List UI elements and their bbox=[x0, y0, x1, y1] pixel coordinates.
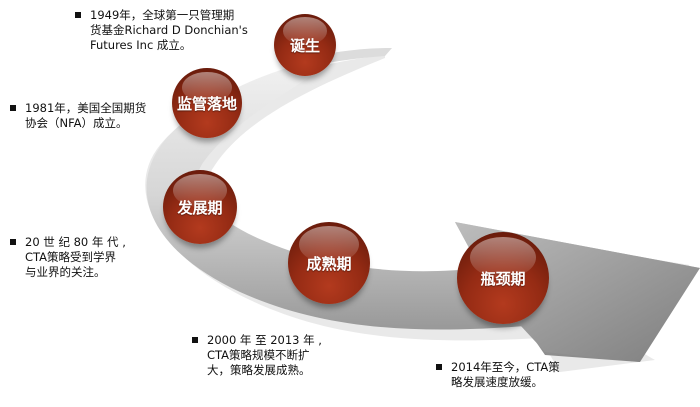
note-line: 1981年，美国全国期货 bbox=[25, 101, 147, 115]
stage-development-label: 发展期 bbox=[177, 198, 223, 217]
stage-development-sphere: 发展期 bbox=[163, 170, 237, 244]
bullet-icon bbox=[10, 239, 16, 245]
stage-maturity-label: 成熟期 bbox=[306, 254, 352, 273]
stage-maturity-sphere: 成熟期 bbox=[288, 222, 370, 304]
stage-bottleneck-label: 瓶颈期 bbox=[480, 269, 526, 288]
note-line: 2014年至今，CTA策 bbox=[451, 360, 560, 374]
stage-birth-sphere: 诞生 bbox=[274, 14, 336, 76]
note-line: 20 世 纪 80 年 代 , bbox=[25, 235, 126, 249]
note-line: CTA策略规模不断扩 bbox=[207, 348, 310, 362]
note-line: CTA策略受到学界 bbox=[25, 250, 117, 264]
note-line: Futures Inc 成立。 bbox=[90, 38, 192, 52]
stage-regulation-label: 监管落地 bbox=[176, 94, 237, 113]
note-line: 2000 年 至 2013 年 , bbox=[207, 333, 322, 347]
note-birth: 1949年，全球第一只管理期 货基金Richard D Donchian's F… bbox=[75, 8, 248, 53]
note-regulation: 1981年，美国全国期货 协会（NFA）成立。 bbox=[10, 101, 147, 131]
bullet-icon bbox=[75, 12, 81, 18]
note-bottleneck: 2014年至今，CTA策 略发展速度放缓。 bbox=[436, 360, 560, 390]
stage-bottleneck-sphere: 瓶颈期 bbox=[457, 232, 549, 324]
bullet-icon bbox=[192, 337, 198, 343]
note-line: 1949年，全球第一只管理期 bbox=[90, 8, 235, 22]
note-development: 20 世 纪 80 年 代 , CTA策略受到学界 与业界的关注。 bbox=[10, 235, 126, 280]
note-line: 大，策略发展成熟。 bbox=[207, 363, 311, 377]
note-line: 货基金Richard D Donchian's bbox=[90, 23, 248, 37]
note-line: 略发展速度放缓。 bbox=[451, 375, 543, 389]
note-line: 与业界的关注。 bbox=[25, 265, 106, 279]
stage-regulation-sphere: 监管落地 bbox=[172, 68, 242, 138]
bullet-icon bbox=[436, 364, 442, 370]
stage-birth-label: 诞生 bbox=[289, 36, 320, 55]
note-line: 协会（NFA）成立。 bbox=[25, 116, 128, 130]
note-maturity: 2000 年 至 2013 年 , CTA策略规模不断扩 大，策略发展成熟。 bbox=[192, 333, 322, 378]
bullet-icon bbox=[10, 105, 16, 111]
